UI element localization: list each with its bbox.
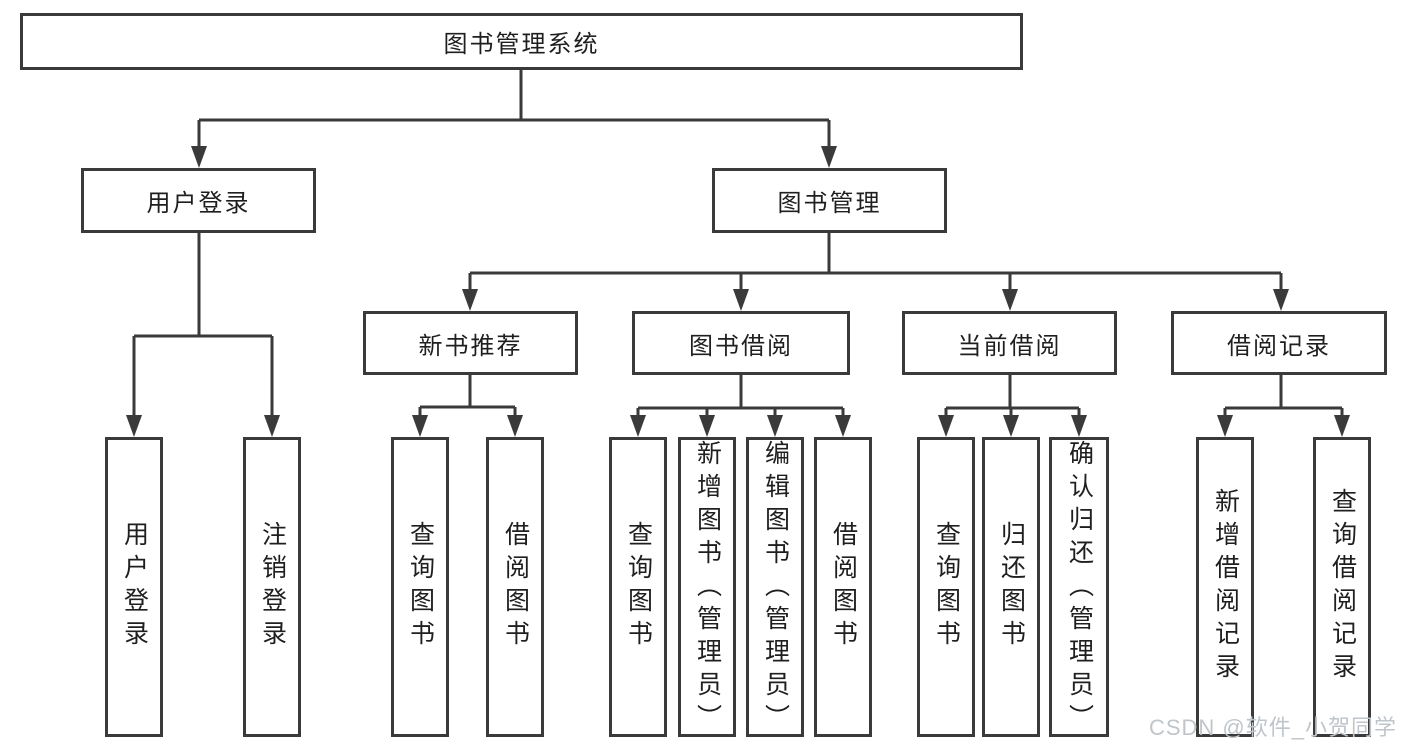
- leaf-records-add: 新增借阅记录: [1196, 437, 1254, 737]
- leaf-newbook-query: 查询图书: [391, 437, 449, 737]
- leaf-current-confirm: 确认归还（管理员）: [1049, 437, 1109, 737]
- watermark: CSDN @软件_小贺同学: [1148, 715, 1397, 740]
- node-new-book: 新书推荐: [363, 311, 578, 375]
- node-root: 图书管理系统: [20, 13, 1023, 70]
- leaf-current-return: 归还图书: [982, 437, 1040, 737]
- node-borrow: 图书借阅: [632, 311, 850, 375]
- node-user-login: 用户登录: [81, 168, 316, 233]
- leaf-borrow-borrow: 借阅图书: [814, 437, 872, 737]
- node-book-mgmt: 图书管理: [712, 168, 947, 233]
- leaf-borrow-query: 查询图书: [609, 437, 667, 737]
- leaf-logout: 注销登录: [243, 437, 301, 737]
- leaf-newbook-borrow: 借阅图书: [486, 437, 544, 737]
- node-records: 借阅记录: [1171, 311, 1387, 375]
- leaf-user-login: 用户登录: [105, 437, 163, 737]
- leaf-borrow-add: 新增图书（管理员）: [678, 437, 736, 737]
- leaf-current-query: 查询图书: [917, 437, 975, 737]
- node-current: 当前借阅: [902, 311, 1117, 375]
- arrowhead-icons: [126, 146, 1350, 437]
- leaf-borrow-edit: 编辑图书（管理员）: [746, 437, 804, 737]
- leaf-records-query: 查询借阅记录: [1313, 437, 1371, 737]
